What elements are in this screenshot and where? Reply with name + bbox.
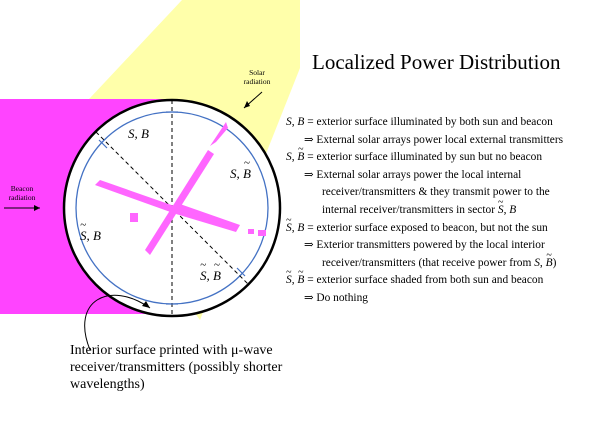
sector-label-stbt: S, B bbox=[200, 259, 221, 284]
def-stb: S, B = exterior surface exposed to beaco… bbox=[286, 212, 599, 238]
sector-label-stb: S, B bbox=[80, 219, 101, 244]
solar-radiation-label: Solar radiation bbox=[243, 68, 271, 86]
caption-pointer bbox=[84, 294, 151, 351]
def-sbt-action-1: ⇒ External solar arrays power the local … bbox=[304, 168, 522, 181]
def-stb-action-1: ⇒ Exterior transmitters powered by the l… bbox=[304, 239, 545, 252]
power-beam-arrows bbox=[95, 122, 266, 255]
definitions-list: S, B = exterior surface illuminated by b… bbox=[286, 114, 599, 308]
sector-label-sbt: S, B bbox=[230, 157, 251, 182]
def-stbt-action: ⇒ Do nothing bbox=[304, 291, 368, 304]
def-sbt: S, B = exterior surface illuminated by s… bbox=[286, 141, 599, 167]
sector-label-sb: S, B bbox=[128, 126, 149, 141]
beacon-radiation-label: Beacon radiation bbox=[8, 184, 36, 202]
ring-ticks bbox=[98, 111, 246, 305]
def-stb-action-2: receiver/transmitters (that receive powe… bbox=[286, 247, 599, 273]
caption: Interior surface printed with μ-wave rec… bbox=[70, 343, 283, 392]
def-sbt-action-3: internal receiver/transmitters in sector… bbox=[286, 194, 599, 220]
def-sbt-action-2: receiver/transmitters & they transmit po… bbox=[322, 186, 550, 199]
def-stbt: S, B = exterior surface shaded from both… bbox=[286, 265, 599, 290]
def-sb: S, B = exterior surface illuminated by b… bbox=[286, 116, 553, 128]
page-title: Localized Power Distribution bbox=[312, 50, 561, 74]
def-sb-action: ⇒ External solar arrays power local exte… bbox=[304, 133, 564, 146]
